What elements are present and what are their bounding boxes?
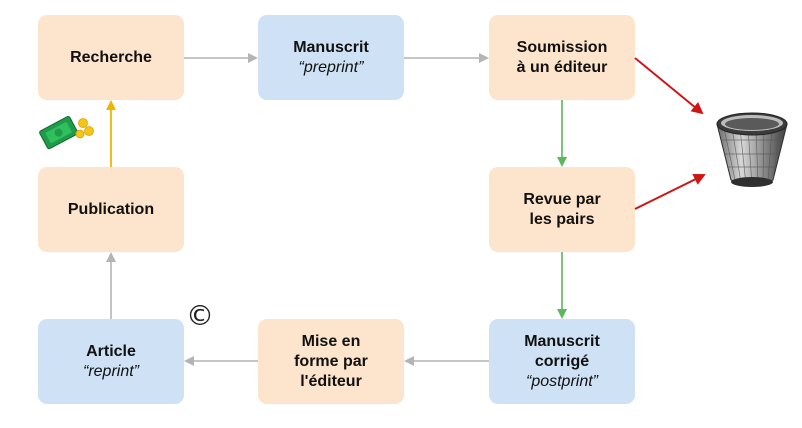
arrow-soumission-to-trash (634, 57, 704, 115)
node-article-sublabel: “reprint” (82, 362, 139, 380)
node-recherche-label: Recherche (70, 48, 152, 66)
node-revue-label-2: les pairs (529, 210, 595, 228)
node-soumission: Soumission à un éditeur (489, 15, 635, 100)
node-manuscrit-preprint: Manuscrit “preprint” (258, 15, 404, 100)
money-icon (39, 115, 94, 150)
node-publication-label: Publication (67, 200, 155, 218)
node-mise-en-forme: Mise en forme par l'éditeur (258, 319, 404, 404)
node-manuscrit-corrige-label-1: Manuscrit (524, 332, 600, 350)
node-recherche: Recherche (38, 15, 184, 100)
node-mise-en-forme-label-3: l'éditeur (300, 372, 362, 390)
node-article-reprint: Article “reprint” (38, 319, 184, 404)
node-article-label: Article (86, 342, 136, 360)
node-manuscrit-label: Manuscrit (293, 38, 369, 56)
copyright-icon: © (186, 299, 214, 332)
node-soumission-label-1: Soumission (516, 38, 608, 56)
node-revue-label-1: Revue par (523, 190, 601, 208)
node-manuscrit-corrige-sublabel: “postprint” (525, 372, 599, 390)
node-manuscrit-corrige: Manuscrit corrigé “postprint” (489, 319, 635, 404)
node-publication: Publication (38, 167, 184, 252)
node-manuscrit-corrige-label-2: corrigé (534, 352, 590, 370)
node-revue-par-les-pairs: Revue par les pairs (489, 167, 635, 252)
node-soumission-label-2: à un éditeur (516, 58, 608, 76)
node-mise-en-forme-label-1: Mise en (301, 332, 361, 350)
arrow-revue-to-trash (634, 174, 706, 210)
node-mise-en-forme-label-2: forme par (294, 352, 368, 370)
node-manuscrit-sublabel: “preprint” (298, 58, 364, 76)
trash-bin-icon (716, 112, 788, 187)
